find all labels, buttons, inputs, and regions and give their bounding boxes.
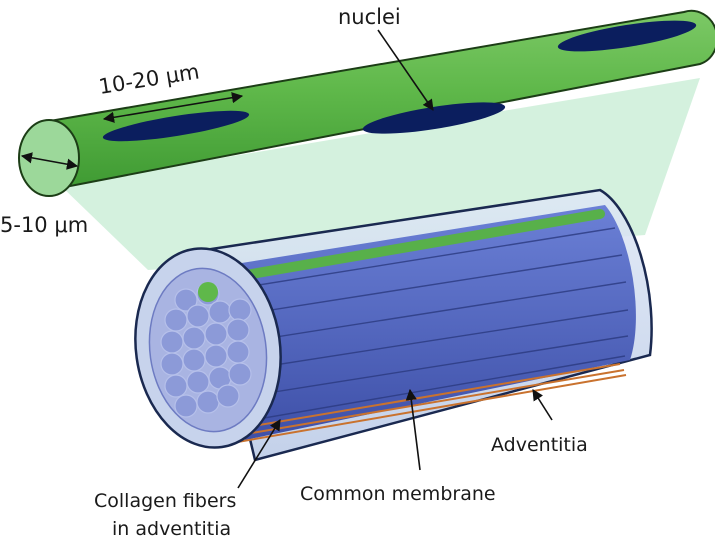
diameter-arrow (20, 152, 79, 170)
nucleus (362, 102, 506, 134)
fiber-end-face (18, 119, 80, 197)
collagen-pointer (237, 419, 281, 489)
adventitia-label: Adventitia (491, 434, 588, 456)
adventitia-pointer (532, 389, 553, 421)
length-label: 10-20 μm (97, 59, 201, 99)
common-membrane-label: Common membrane (300, 483, 496, 505)
collagen-label-line1: Collagen fibers (94, 490, 236, 512)
membrane-pointer (405, 388, 421, 471)
length-arrow (102, 92, 244, 123)
nuclei-label: nuclei (338, 5, 401, 29)
nuclei-pointer (377, 29, 434, 111)
collagen-label-line2: in adventitia (112, 518, 231, 540)
nucleus (557, 20, 697, 52)
fiber-bundle (134, 188, 653, 462)
diameter-label: 5-10 μm (0, 213, 88, 237)
